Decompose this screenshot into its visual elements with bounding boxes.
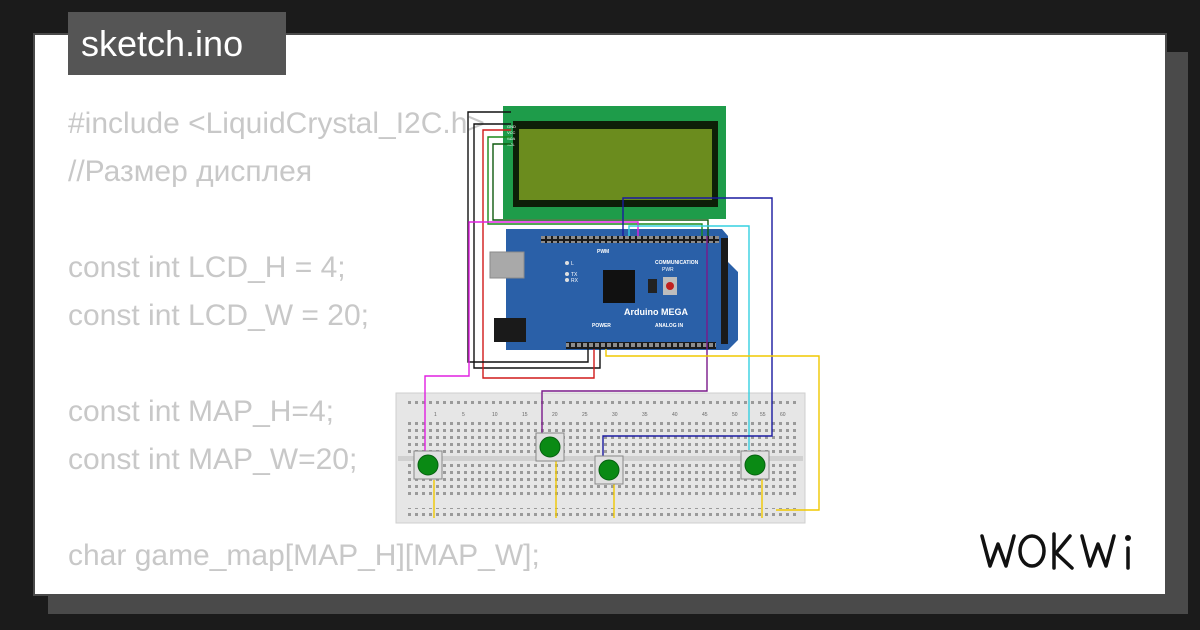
breadboard-column-number: 50 bbox=[732, 412, 738, 418]
lcd-pin-label: GND bbox=[507, 124, 516, 129]
wire-yellow bbox=[605, 349, 820, 511]
wire-magenta bbox=[424, 221, 639, 460]
wire-purple bbox=[541, 236, 708, 438]
sketch-filename-tab[interactable]: sketch.ino bbox=[68, 12, 286, 75]
board-label-analog-in: ANALOG IN bbox=[655, 323, 683, 329]
wokwi-logo[interactable] bbox=[978, 526, 1150, 578]
wire-black-left bbox=[467, 111, 589, 363]
code-line: const int MAP_W=20; bbox=[68, 443, 358, 476]
pushbutton[interactable] bbox=[535, 432, 565, 462]
breadboard-column-number: 15 bbox=[522, 412, 528, 418]
code-line: char game_map[MAP_H][MAP_W]; bbox=[68, 539, 540, 572]
board-label-communication: COMMUNICATION bbox=[655, 260, 699, 266]
board-label-pwm: PWM bbox=[597, 249, 609, 255]
breadboard-column-number: 60 bbox=[780, 412, 786, 418]
pushbutton[interactable] bbox=[413, 450, 443, 480]
board-label-l: L bbox=[571, 261, 574, 267]
wire-red bbox=[482, 129, 595, 379]
pushbutton[interactable] bbox=[594, 455, 624, 485]
board-label-pwr: PWR bbox=[662, 267, 674, 273]
breadboard-column-number: 45 bbox=[702, 412, 708, 418]
lcd-display[interactable]: GND VCC SDA SCL bbox=[503, 106, 726, 219]
code-line: const int LCD_W = 20; bbox=[68, 299, 369, 332]
pushbutton[interactable] bbox=[740, 450, 770, 480]
breadboard-column-number: 55 bbox=[760, 412, 766, 418]
board-name: Arduino MEGA bbox=[624, 307, 688, 317]
lcd-pin-label: SCL bbox=[507, 142, 516, 147]
board-label-tx: TX bbox=[571, 272, 578, 278]
board-label-rx: RX bbox=[571, 278, 579, 284]
wire-blue bbox=[602, 197, 773, 460]
wires bbox=[424, 111, 820, 518]
lcd-pin-label: SDA bbox=[507, 136, 516, 141]
code-preview: #include <LiquidCrystal_I2C.h> //Размер … bbox=[68, 100, 540, 580]
breadboard-column-number: 1 bbox=[434, 412, 437, 418]
breadboard-column-number: 30 bbox=[612, 412, 618, 418]
arduino-mega-board[interactable]: PWM COMMUNICATION PWR L TX RX Arduino ME… bbox=[489, 229, 738, 350]
board-label-power: POWER bbox=[592, 323, 611, 329]
lcd-pin-label: VCC bbox=[507, 130, 516, 135]
breadboard-column-number: 40 bbox=[672, 412, 678, 418]
wire-cyan bbox=[628, 225, 750, 450]
code-line: //Размер дисплея bbox=[68, 155, 313, 188]
wire-black bbox=[473, 123, 601, 369]
code-line: const int LCD_H = 4; bbox=[68, 251, 346, 284]
breadboard-column-number: 25 bbox=[582, 412, 588, 418]
breadboard-column-number: 5 bbox=[462, 412, 465, 418]
breadboard-column-number: 20 bbox=[552, 412, 558, 418]
breadboard-column-number: 35 bbox=[642, 412, 648, 418]
code-line: const int MAP_H=4; bbox=[68, 395, 334, 428]
wire-green bbox=[487, 136, 703, 236]
breadboard-column-number: 10 bbox=[492, 412, 498, 418]
code-line: #include <LiquidCrystal_I2C.h> bbox=[68, 107, 485, 140]
